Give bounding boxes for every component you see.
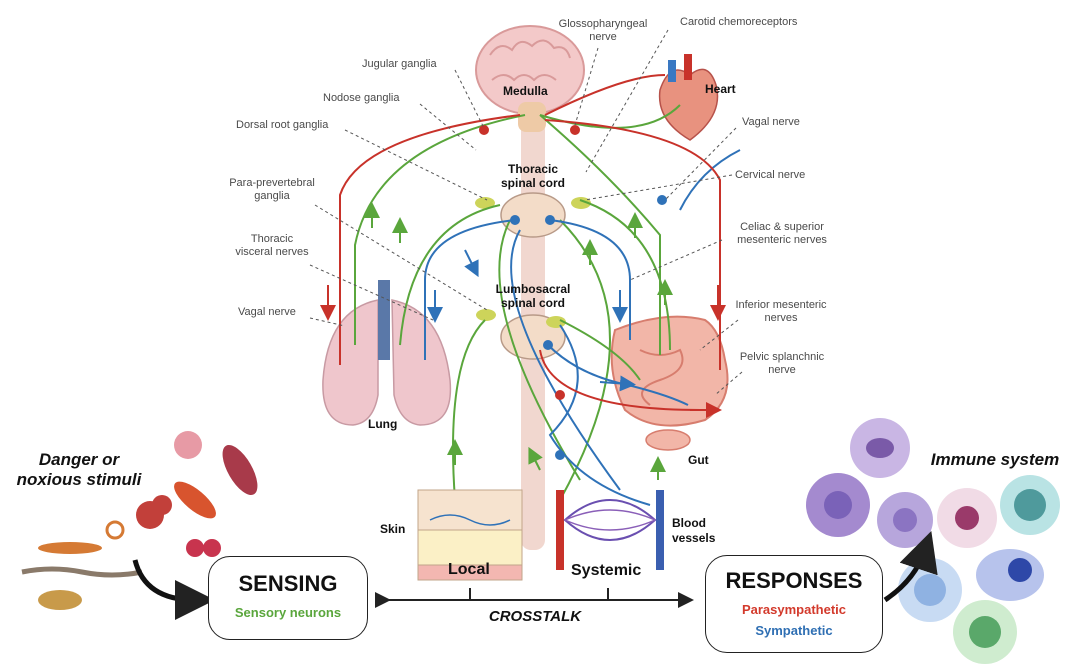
carotid-chemoreceptors-label: Carotid chemoreceptors [680,16,797,29]
responses-box: RESPONSES Parasympathetic Sympathetic [705,555,883,653]
lung-label: Lung [368,417,397,431]
parasympathetic-label: Parasympathetic [706,602,882,617]
blood-vessels-label: Blood vessels [672,516,715,546]
lumbosacral-spinal-cord-label: Lumbosacral spinal cord [478,282,588,310]
blood-vessels-icon [560,490,660,570]
medulla-label: Medulla [503,84,548,98]
lung-icon [323,280,451,425]
thoracic-cord-section [475,193,591,237]
pelvic-splanchnic-label: Pelvic splanchnic nerve [730,351,834,377]
thoracic-visceral-nerves-label: Thoracic visceral nerves [222,233,322,259]
glossopharyngeal-nerve-label: Glossopharyngeal nerve [548,18,658,44]
vagal-nerve-right-label: Vagal nerve [742,116,800,129]
sympathetic-label: Sympathetic [706,623,882,638]
skin-label: Skin [380,522,405,536]
sensory-neurons-label: Sensory neurons [209,605,367,620]
sensing-title: SENSING [209,571,367,597]
sensing-box: SENSING Sensory neurons [208,556,368,640]
immune-system-title: Immune system [920,450,1067,470]
jugular-ganglia-label: Jugular ganglia [362,58,437,71]
cervical-nerve-label: Cervical nerve [735,169,805,182]
celiac-superior-mesenteric-label: Celiac & superior mesenteric nerves [720,221,844,247]
heart-label: Heart [705,82,736,96]
danger-stimuli-title: Danger or noxious stimuli [4,450,154,490]
vagal-nerve-left-label: Vagal nerve [238,306,296,319]
local-label: Local [448,561,490,579]
inferior-mesenteric-label: Inferior mesenteric nerves [726,299,836,325]
systemic-label: Systemic [571,562,641,580]
nodose-ganglia-label: Nodose ganglia [323,92,399,105]
dorsal-root-ganglia-label: Dorsal root ganglia [236,119,328,132]
crosstalk-bar [383,588,686,600]
thoracic-spinal-cord-label: Thoracic spinal cord [478,162,588,190]
responses-title: RESPONSES [706,568,882,594]
crosstalk-label: CROSSTALK [460,608,610,625]
para-prevertebral-ganglia-label: Para-prevertebral ganglia [222,177,322,203]
heart-icon [660,54,718,140]
gut-label: Gut [688,453,709,467]
